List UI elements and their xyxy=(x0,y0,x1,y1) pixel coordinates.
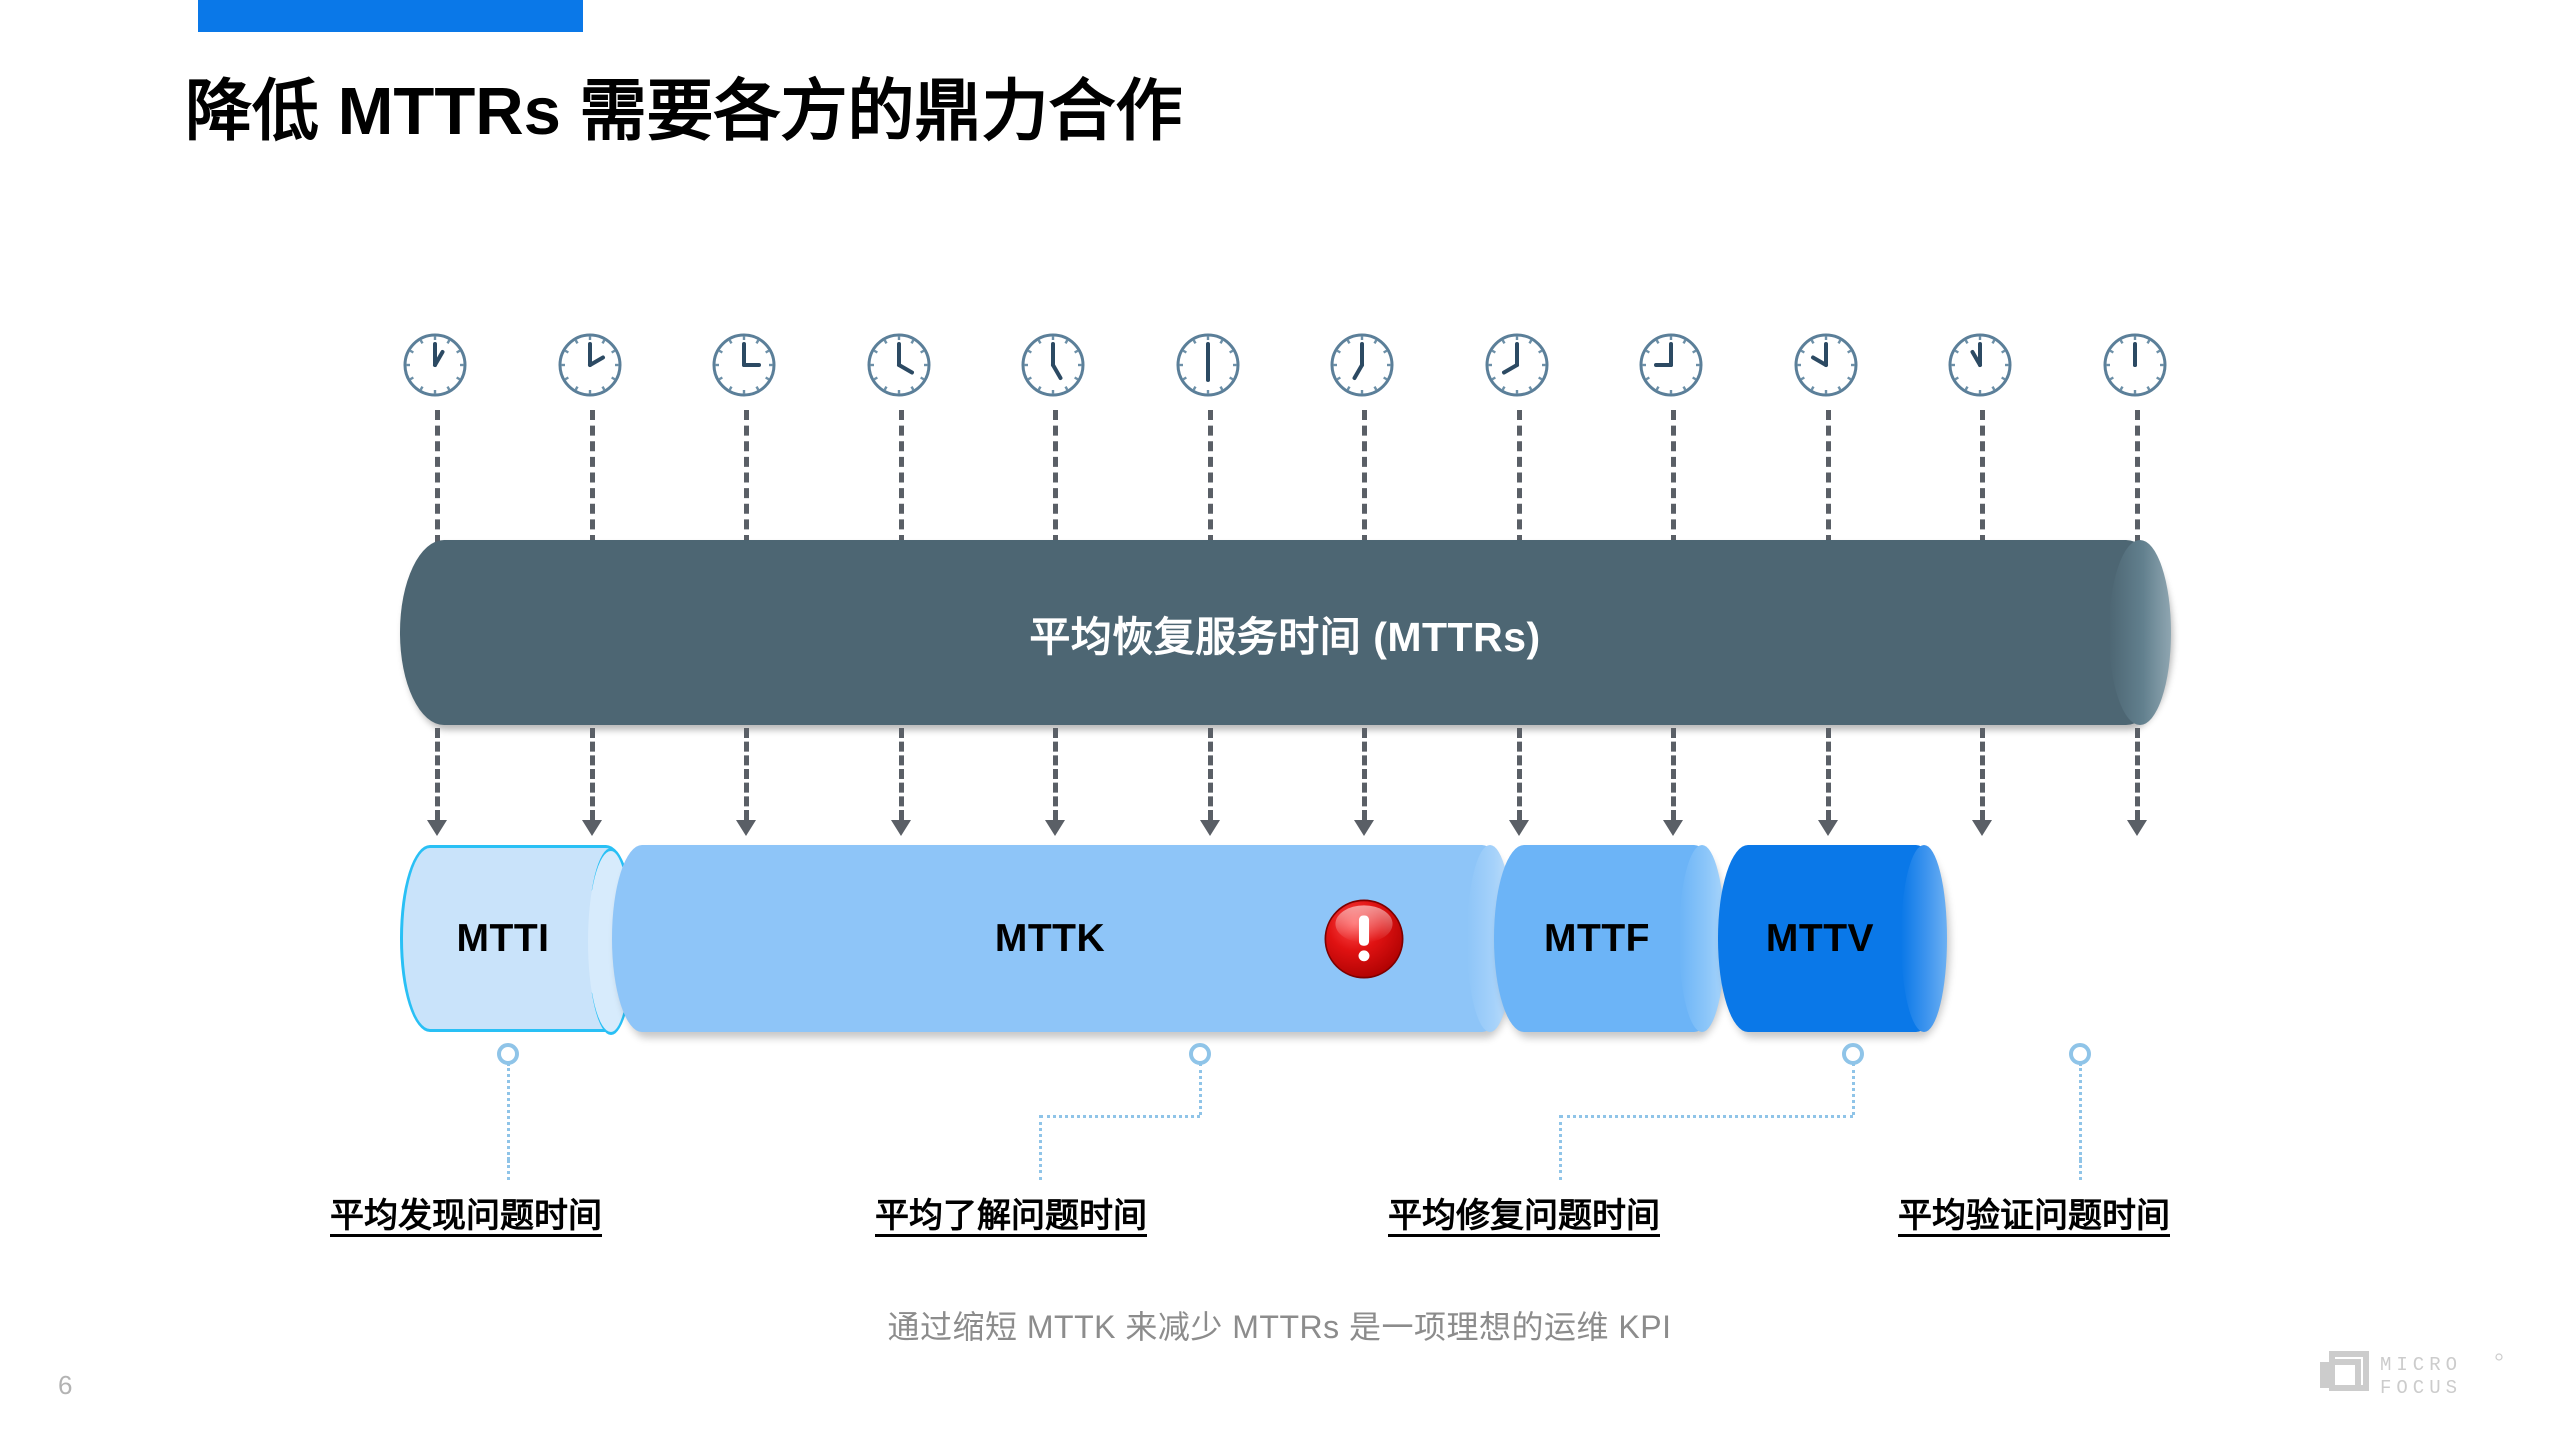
dashed-connector-arrow xyxy=(1508,820,1529,836)
stage-callout-dot xyxy=(497,1043,519,1065)
stage-callout-line xyxy=(507,1063,510,1160)
stage-callout-dot xyxy=(2069,1043,2091,1065)
mttrs-cylinder: 平均恢复服务时间 (MTTRs) xyxy=(400,540,2171,725)
dashed-connector xyxy=(1362,728,1368,820)
stage-cylinder-cap-mttf xyxy=(1679,845,1725,1032)
stage-callout-line xyxy=(2079,1160,2082,1180)
clock-icon xyxy=(1327,330,1397,400)
stage-callout-line xyxy=(507,1160,510,1180)
page-title: 降低 MTTRs 需要各方的鼎力合作 xyxy=(185,74,1183,149)
clock-row xyxy=(400,330,2167,410)
dashed-connector-arrow xyxy=(1045,820,1066,836)
clock-icon xyxy=(709,330,779,400)
stage-callout-dot xyxy=(1842,1043,1864,1065)
dashed-connector-arrow xyxy=(1199,820,1220,836)
alert-exclamation-icon xyxy=(1322,897,1406,981)
stage-label-mttk: MTTK xyxy=(994,916,1106,960)
clock-icon xyxy=(555,330,625,400)
stage-label-mttv: MTTV xyxy=(1765,916,1875,960)
dashed-connector-arrow xyxy=(1354,820,1375,836)
stage-label-mtti: MTTI xyxy=(456,916,550,960)
clock-icon xyxy=(1482,330,1552,400)
stage-cylinder-mttk[interactable]: MTTK xyxy=(612,845,1513,1032)
svg-text:MICRO: MICRO xyxy=(2380,1354,2462,1376)
dashed-connector xyxy=(2135,728,2140,820)
stage-caption-mttv: 平均验证问题时间 xyxy=(1898,1197,2170,1235)
dashed-connector xyxy=(1207,410,1213,545)
dashed-connector xyxy=(744,410,750,545)
stage-callout-dot xyxy=(1189,1043,1211,1065)
dashed-connector xyxy=(744,728,750,820)
stage-label-mttf: MTTF xyxy=(1544,916,1650,960)
dashed-connector xyxy=(898,728,904,820)
dashed-connector xyxy=(2135,410,2140,545)
dashed-connector xyxy=(1362,410,1368,545)
dashed-connector-arrow xyxy=(890,820,911,836)
dashed-connector xyxy=(435,410,440,545)
stage-cylinder-mtti[interactable]: MTTI xyxy=(400,845,636,1035)
stage-caption-mttk: 平均了解问题时间 xyxy=(875,1197,1147,1235)
dashed-connector xyxy=(1671,728,1677,820)
title-accent-bar xyxy=(198,0,583,32)
page-number: 6 xyxy=(58,1370,73,1400)
dashed-connector-arrow xyxy=(427,820,447,836)
dashed-connector-arrow xyxy=(736,820,757,836)
dashed-connector-arrow xyxy=(2127,820,2147,836)
stage-callout-line xyxy=(1039,1115,1042,1180)
footer-note: 通过缩短 MTTK 来减少 MTTRs 是一项理想的运维 KPI xyxy=(887,1309,1672,1345)
dashed-connector-arrow xyxy=(581,820,602,836)
clock-icon xyxy=(1791,330,1861,400)
dashed-connector-arrow xyxy=(1663,820,1684,836)
stage-callout-line xyxy=(1560,1115,1853,1118)
clock-icon xyxy=(1945,330,2015,400)
dashed-connector xyxy=(1207,728,1213,820)
dashed-connector xyxy=(1825,728,1831,820)
clock-icon xyxy=(400,330,470,400)
dashed-connector xyxy=(1053,410,1059,545)
dashed-connector xyxy=(1053,728,1059,820)
clock-icon xyxy=(1018,330,1088,400)
clock-icon xyxy=(2100,330,2170,400)
svg-text:FOCUS: FOCUS xyxy=(2380,1377,2462,1399)
dashed-connector xyxy=(589,410,595,545)
clock-icon xyxy=(864,330,934,400)
clock-icon xyxy=(1173,330,1243,400)
dashed-connector xyxy=(1825,410,1831,545)
micro-focus-logo: MICRO FOCUS xyxy=(2318,1348,2508,1400)
dashed-connector xyxy=(1980,410,1986,545)
dashed-connector xyxy=(1980,728,1986,820)
clock-icon xyxy=(1636,330,1706,400)
stage-callout-line xyxy=(2079,1063,2082,1160)
dashed-connector xyxy=(898,410,904,545)
stage-caption-mttf: 平均修复问题时间 xyxy=(1388,1197,1660,1235)
dashed-connector xyxy=(1516,728,1522,820)
stage-callout-line xyxy=(1040,1115,1200,1118)
mttrs-cylinder-cap xyxy=(2109,540,2171,725)
dashed-connector xyxy=(435,728,440,820)
dashed-connector xyxy=(589,728,595,820)
dashed-connector xyxy=(1516,410,1522,545)
stage-cylinder-mttv[interactable]: MTTV xyxy=(1718,845,1947,1032)
stage-cylinder-mttf[interactable]: MTTF xyxy=(1494,845,1725,1032)
dashed-connector-arrow xyxy=(1972,820,1993,836)
stage-callout-line xyxy=(1559,1115,1562,1180)
mttrs-label: 平均恢复服务时间 (MTTRs) xyxy=(1029,613,1541,660)
stage-callout-line xyxy=(1199,1063,1202,1115)
stage-callout-line xyxy=(1852,1063,1855,1115)
mttrs-cylinder-body xyxy=(400,540,2170,725)
stage-caption-mtti: 平均发现问题时间 xyxy=(330,1197,602,1235)
stage-cylinder-cap-mttv xyxy=(1901,845,1947,1032)
dashed-connector xyxy=(1671,410,1677,545)
dashed-connector-arrow xyxy=(1817,820,1838,836)
stage-cylinder-row: MTTI MTTK xyxy=(400,845,2170,1040)
